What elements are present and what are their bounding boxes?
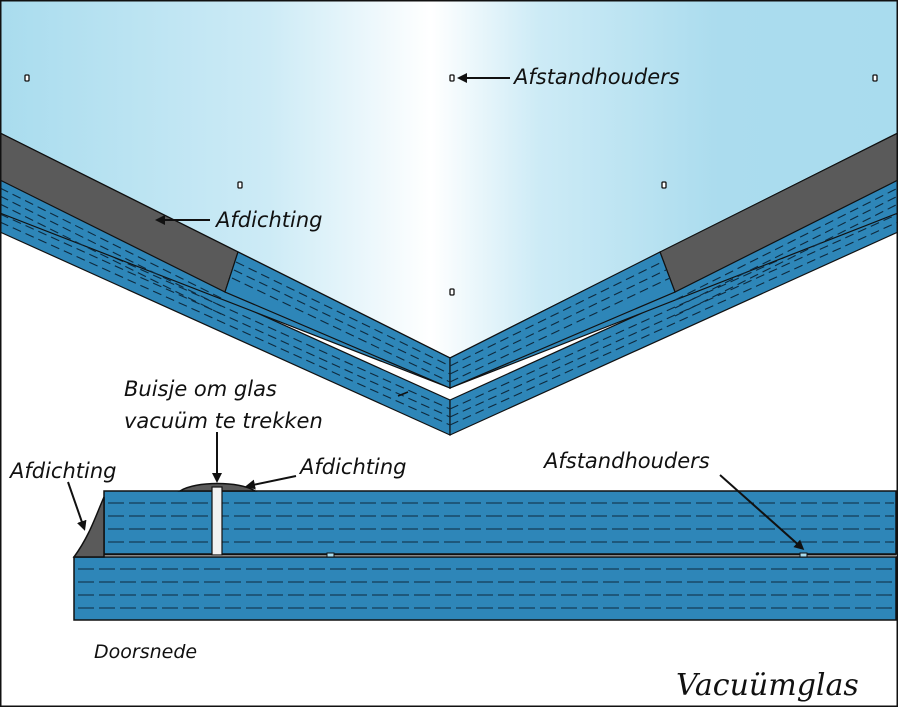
label-left-seal: Afdichting [8,459,117,483]
label-tube-seal: Afdichting [298,455,407,479]
arrow-left-seal [67,481,87,531]
top-pane-lines [108,502,894,543]
label-tube-line1: Buisje om glas [124,377,277,401]
section-edge-seal [72,496,105,558]
spacer-dot [449,74,455,82]
section-bottom-pane [73,556,897,621]
spacer-dot [872,74,878,82]
top-pane-edge-right-exposed [449,251,676,389]
evacuation-tube [211,486,223,556]
section-spacer [326,552,335,558]
label-spacers-top: Afstandhouders [512,65,680,89]
section-top-pane [103,490,897,555]
label-section-spacers: Afstandhouders [542,449,710,473]
spacer-dots [24,74,878,296]
top-glass-surface [0,0,898,359]
spacer-dot [661,181,667,189]
spacer-dot [449,288,455,296]
arrow-section-spacers [719,474,805,550]
spacer-dot [24,74,30,82]
label-section-caption: Doorsnede [94,641,197,663]
spacer-dot [237,181,243,189]
corner-tick [397,391,409,397]
section-spacer [799,552,808,558]
arrow-tube-seal [245,475,297,490]
upper-pane-lines [0,187,898,383]
bottom-pane-lines [78,568,894,609]
diagram-title: Vacuümglas [676,668,859,703]
label-tube-line2: vacuüm te trekken [124,409,323,433]
label-seal-top: Afdichting [214,208,323,232]
